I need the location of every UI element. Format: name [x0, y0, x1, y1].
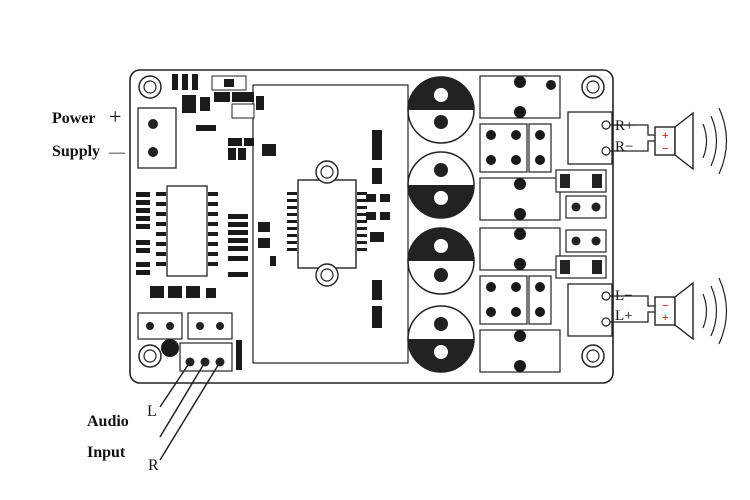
audio-input-wires — [159, 361, 221, 461]
speaker-icon — [654, 277, 728, 345]
power-label: Power — [52, 110, 96, 127]
power-terminal-block — [137, 107, 177, 169]
audio-input-header — [179, 342, 233, 372]
inductor-pins — [486, 76, 556, 372]
screw-terminal-small — [137, 312, 233, 340]
left-speaker-minus: − — [662, 300, 668, 312]
supply-label: Supply — [52, 143, 100, 160]
audio-left-label: L — [147, 403, 157, 420]
left-speaker-plus: + — [662, 312, 668, 324]
controller-chip-icon — [156, 185, 218, 277]
pcb-board — [129, 69, 614, 384]
amplifier-chip-icon — [287, 160, 367, 287]
left-plus-label: L+ — [615, 308, 633, 324]
capacitor-icon — [407, 76, 475, 144]
power-minus-symbol: — — [108, 144, 126, 161]
audio-right-label: R — [148, 457, 159, 474]
input-label: Input — [87, 444, 126, 461]
capacitor-icon — [407, 151, 475, 219]
mounting-hole-icon — [581, 75, 605, 99]
right-plus-label: R+ — [615, 118, 633, 134]
power-plus-symbol: + — [109, 104, 121, 129]
mounting-hole-icon — [138, 75, 162, 99]
right-minus-label: R− — [615, 139, 633, 155]
left-speaker-terminal — [567, 283, 613, 337]
left-minus-label: L− — [615, 288, 633, 304]
output-filter-blocks — [555, 169, 607, 279]
speaker-icon — [654, 107, 728, 175]
mounting-hole-icon — [138, 344, 162, 368]
right-speaker-plus: + — [662, 130, 668, 142]
capacitor-icon — [407, 305, 475, 373]
smd-components — [136, 74, 390, 370]
heatsink-outline — [252, 84, 409, 364]
speaker-wires — [610, 124, 655, 323]
capacitor-icon — [407, 227, 475, 295]
audio-label: Audio — [87, 413, 129, 430]
right-speaker-minus: − — [662, 143, 668, 155]
mounting-hole-icon — [581, 344, 605, 368]
potentiometer-knob — [161, 339, 179, 357]
right-speaker-terminal — [567, 111, 613, 165]
